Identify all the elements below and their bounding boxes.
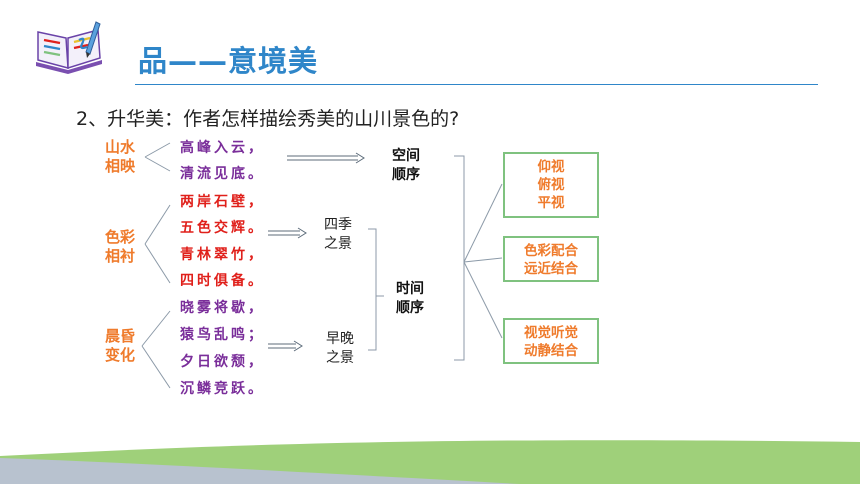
- box-sight-sound: 视觉听觉 动静结合: [503, 318, 599, 364]
- poem-line: 晓雾将歇，: [180, 300, 265, 316]
- poem-line: 夕日欲颓，: [180, 354, 265, 370]
- category-color-contrast: 色彩 相衬: [104, 228, 135, 265]
- title-divider: [135, 84, 818, 85]
- label-time-order: 时间 顺序: [396, 281, 424, 316]
- category-mountain-water: 山水 相映: [104, 138, 135, 175]
- label-seasons: 四季 之景: [324, 217, 352, 252]
- poem-line: 五色交辉。: [180, 220, 265, 236]
- page-title: 品——意境美: [138, 44, 319, 78]
- book-pencil-icon: [36, 21, 102, 74]
- poem-line: 沉鳞竞跃。: [180, 381, 265, 397]
- label-space-order: 空间 顺序: [392, 148, 420, 183]
- footer-band: [0, 440, 860, 484]
- box-viewing-angles: 仰视 俯视 平视: [503, 152, 599, 218]
- poem-line: 猿鸟乱鸣；: [180, 327, 265, 343]
- poem-line: 青林翠竹，: [180, 247, 265, 263]
- box-color-distance: 色彩配合 远近结合: [503, 236, 599, 282]
- poem-line: 四时俱备。: [180, 273, 265, 289]
- poem-line: 两岸石壁，: [180, 194, 265, 210]
- category-dawn-dusk: 晨昏 变化: [104, 327, 135, 364]
- question-heading: 2、升华美：作者怎样描绘秀美的山川景色的?: [76, 108, 460, 130]
- poem-line: 高峰入云，: [180, 140, 265, 156]
- poem-line: 清流见底。: [180, 166, 265, 182]
- label-morning-evening: 早晚 之景: [326, 331, 354, 366]
